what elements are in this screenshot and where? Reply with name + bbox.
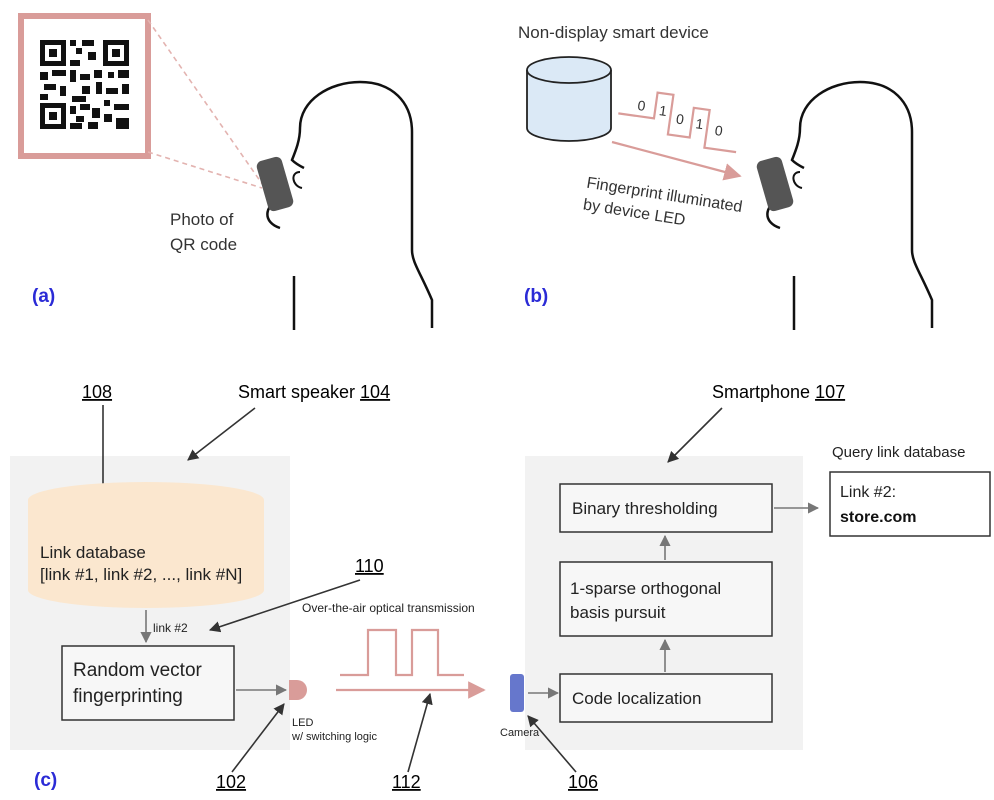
ref-102: 102 — [216, 772, 246, 792]
bit-4: 0 — [714, 122, 724, 139]
person-head — [298, 80, 434, 328]
fingerprint-box — [61, 645, 235, 721]
ref-108: 108 — [82, 382, 112, 402]
phone-icon — [256, 156, 294, 212]
bit-1: 1 — [658, 102, 668, 119]
panel-b: Non-display smart device 0 1 0 1 0 Finge… — [518, 23, 934, 330]
ref-106: 106 — [568, 772, 598, 792]
binary-label: Binary thresholding — [572, 499, 718, 518]
localization-label: Code localization — [572, 689, 701, 708]
camera-label: Camera — [500, 727, 540, 739]
signal-wave — [618, 91, 737, 154]
smartphone-heading-text: Smartphone — [712, 382, 815, 402]
led-line2: w/ switching logic — [291, 731, 377, 743]
ref-110: 110 — [355, 556, 384, 576]
smartphone-heading: Smartphone 107 — [712, 382, 845, 402]
result-box — [829, 471, 991, 537]
smart-device-icon — [526, 56, 612, 142]
bit-3: 1 — [695, 115, 705, 132]
panel-c-label: (c) — [34, 770, 57, 791]
database-line2: [link #1, link #2, ..., link #N] — [40, 565, 242, 584]
result-line2: store.com — [840, 509, 916, 526]
query-title: Query link database — [832, 444, 965, 461]
led-icon — [289, 680, 307, 700]
qr-code-icon — [40, 40, 129, 129]
transmission-label: Over-the-air optical transmission — [302, 601, 475, 615]
fingerprint-line1: Random vector — [73, 660, 203, 681]
panel-a-caption-line2: QR code — [170, 235, 237, 254]
illumination-arrow — [611, 140, 742, 181]
localization-box — [559, 673, 773, 723]
bit-2: 0 — [675, 111, 685, 128]
bit-0: 0 — [637, 97, 647, 114]
panel-a-caption-line1: Photo of — [170, 210, 234, 229]
transmission-wave — [340, 628, 464, 677]
speaker-ref: 104 — [360, 382, 390, 402]
pursuit-line1: 1-sparse orthogonal — [570, 579, 721, 598]
pursuit-box — [559, 561, 773, 637]
panel-b-label: (b) — [524, 286, 548, 307]
led-line1: LED — [292, 717, 313, 729]
panel-c: 108 Smart speaker 104 Smartphone 107 Lin… — [10, 382, 991, 792]
speaker-heading: Smart speaker 104 — [238, 382, 390, 402]
bit-labels: 0 1 0 1 0 — [637, 97, 724, 139]
speaker-heading-text: Smart speaker — [238, 382, 360, 402]
phone-icon-b — [756, 156, 794, 212]
link-label: link #2 — [153, 621, 188, 635]
panel-a-label: (a) — [32, 286, 55, 307]
database-line1: Link database — [40, 543, 146, 562]
smartphone-ref: 107 — [815, 382, 845, 402]
ref-112: 112 — [392, 772, 421, 792]
result-line1: Link #2: — [840, 484, 896, 501]
person-head-b — [798, 80, 934, 328]
link-database — [28, 482, 264, 608]
binary-box — [559, 483, 773, 533]
device-title: Non-display smart device — [518, 23, 709, 42]
panel-a: Photo of QR code (a) — [18, 13, 434, 330]
fingerprint-line2: fingerprinting — [73, 686, 183, 707]
camera-icon — [510, 674, 524, 712]
pursuit-line2: basis pursuit — [570, 603, 666, 622]
